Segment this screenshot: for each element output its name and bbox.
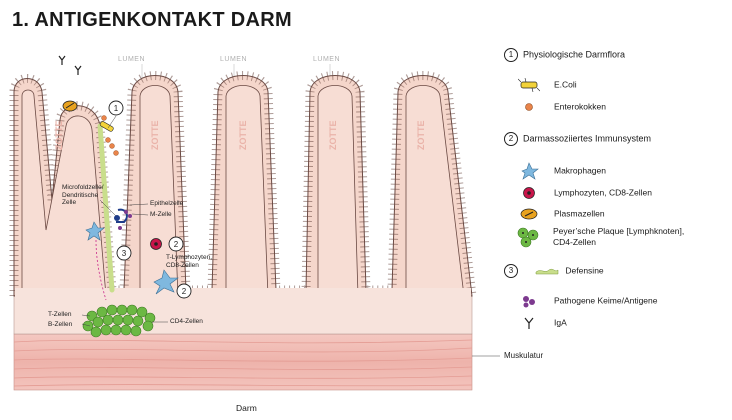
label-epithel: Epithelzelle — [150, 200, 184, 207]
lumen-label: LUMEN — [313, 56, 341, 63]
iga-icon — [524, 317, 534, 329]
label-mzelle: M-Zelle — [150, 211, 172, 218]
defensin-icon — [536, 268, 559, 275]
makrophage-icon — [153, 269, 179, 295]
legend-ecoli: E.Coli — [504, 77, 577, 93]
plasmazelle-icon — [62, 100, 78, 112]
page-title: 1. ANTIGENKONTAKT DARM — [12, 9, 292, 31]
legend-section-3: 3 Defensine — [504, 264, 604, 278]
iga-icon — [58, 55, 82, 75]
lumen-label: LUMEN — [118, 56, 146, 63]
label-bzellen: B-Zellen — [48, 321, 73, 328]
legend-iga: IgA — [504, 316, 567, 330]
label-muskulatur: Muskulatur — [504, 351, 544, 360]
marker-1: 1 — [114, 104, 119, 113]
legend-peyer: Peyer’sche Plaque [Lymphknoten],CD4-Zell… — [504, 226, 684, 248]
villus-cores — [21, 85, 465, 297]
legend-plasmazellen: Plasmazellen — [504, 207, 605, 221]
villus-label: ZOTTE — [238, 121, 248, 151]
lymphozyt-icon — [150, 238, 162, 250]
lymphozyt-icon — [523, 187, 535, 199]
legend-makrophagen: Makrophagen — [504, 162, 606, 180]
muscle-layer — [13, 333, 473, 391]
peyer-plaque-icon — [517, 227, 539, 248]
villus-label: ZOTTE — [150, 121, 160, 151]
legend-enterokokken: Enterokokken — [504, 100, 606, 114]
label-tlymph: T-Lymphozyten, CD8-Zellen — [166, 254, 213, 269]
makrophage-icon — [521, 162, 539, 180]
ecoli-icon — [99, 121, 114, 132]
peyer-plaque-icon — [82, 304, 156, 338]
defensin-strip — [97, 123, 115, 293]
legend-lymphozyten: Lymphozyten, CD8-Zellen — [504, 186, 652, 200]
marker-2: 2 — [182, 287, 187, 296]
ecoli-icon — [517, 77, 541, 93]
m-cell-icon — [114, 208, 128, 223]
muscle-fibers — [13, 339, 473, 387]
darm-label: Darm — [236, 403, 257, 413]
villus-label: ZOTTE — [416, 121, 426, 151]
villus-label: ZOTTE — [328, 121, 338, 151]
marker-2: 2 — [174, 240, 179, 249]
makrophage-icon — [85, 221, 105, 241]
plasmazelle-icon — [520, 208, 538, 220]
marker-3: 3 — [122, 249, 127, 258]
pathogen-icon — [523, 296, 535, 308]
marker-circles — [108, 100, 192, 299]
villus-label: ZOTTE — [54, 121, 64, 151]
label-cd4: CD4-Zellen — [170, 318, 203, 325]
enterokokken-icon — [525, 103, 533, 111]
enterokokken-icon — [101, 115, 119, 156]
legend-pathogene: Pathogene Keime/Antigene — [504, 294, 658, 308]
label-tzellen: T-Zellen — [48, 311, 72, 318]
leader-lines — [81, 115, 500, 357]
migration-arrow — [95, 239, 107, 301]
lumen-label: LUMEN — [220, 56, 248, 63]
label-microfold: Microfoldzelle/ Dendritische Zelle — [62, 184, 104, 206]
